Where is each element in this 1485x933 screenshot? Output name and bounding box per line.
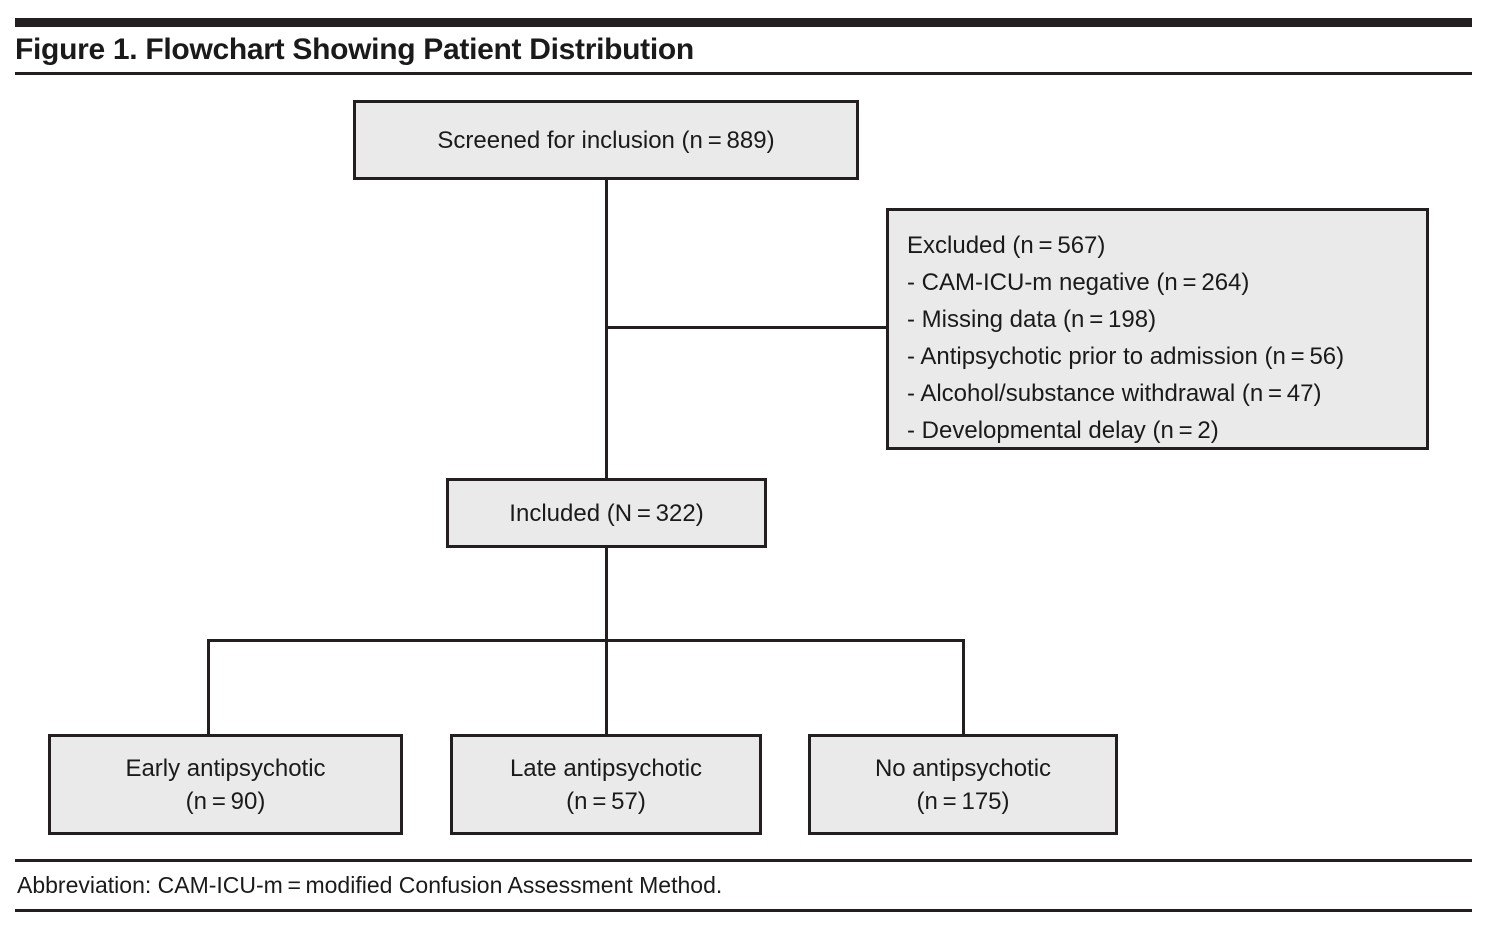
node-early-count: (n = 90) (185, 787, 266, 815)
connector-split-bar (207, 639, 965, 642)
connector-drop-none (962, 639, 965, 734)
node-none-count: (n = 175) (916, 787, 1010, 815)
header-rule-thin (15, 72, 1472, 75)
node-screened-label: Screened for inclusion (n = 889) (437, 126, 775, 154)
node-excluded: Excluded (n = 567) - CAM-ICU-m negative … (886, 208, 1429, 450)
node-excluded-item-4: - Developmental delay (n = 2) (907, 417, 1219, 444)
node-excluded-content: Excluded (n = 567) - CAM-ICU-m negative … (907, 227, 1426, 449)
flowchart-canvas: Screened for inclusion (n = 889) Exclude… (0, 78, 1485, 856)
connector-screened-to-included (605, 180, 608, 478)
figure-title: Figure 1. Flowchart Showing Patient Dist… (15, 33, 694, 66)
node-included-label: Included (N = 322) (509, 499, 704, 527)
node-early-content: Early antipsychotic (n = 90) (125, 752, 325, 818)
node-excluded-heading: Excluded (n = 567) (907, 232, 1106, 259)
connector-screened-to-excluded (605, 326, 888, 329)
node-included: Included (N = 322) (446, 478, 767, 548)
node-early-label: Early antipsychotic (125, 754, 326, 782)
header-rule-thick (15, 18, 1472, 27)
node-late-antipsychotic: Late antipsychotic (n = 57) (450, 734, 762, 835)
connector-drop-early (207, 639, 210, 734)
node-screened-for-inclusion: Screened for inclusion (n = 889) (353, 100, 859, 180)
node-late-content: Late antipsychotic (n = 57) (510, 752, 702, 818)
node-excluded-item-1: - Missing data (n = 198) (907, 306, 1157, 333)
node-late-count: (n = 57) (566, 787, 646, 815)
footer-rule-top (15, 859, 1472, 862)
figure-abbreviation-note: Abbreviation: CAM-ICU-m = modified Confu… (17, 872, 723, 898)
node-excluded-item-2: - Antipsychotic prior to admission (n = … (907, 343, 1345, 370)
footer-rule-bottom (15, 909, 1472, 912)
node-none-label: No antipsychotic (874, 754, 1052, 782)
connector-included-trunk (605, 548, 608, 642)
node-none-content: No antipsychotic (n = 175) (875, 752, 1051, 818)
node-excluded-item-0: - CAM-ICU-m negative (n = 264) (907, 269, 1250, 296)
node-excluded-item-3: - Alcohol/substance withdrawal (n = 47) (907, 380, 1322, 407)
connector-drop-late (605, 639, 608, 734)
node-early-antipsychotic: Early antipsychotic (n = 90) (48, 734, 403, 835)
node-no-antipsychotic: No antipsychotic (n = 175) (808, 734, 1118, 835)
node-late-label: Late antipsychotic (509, 754, 703, 782)
